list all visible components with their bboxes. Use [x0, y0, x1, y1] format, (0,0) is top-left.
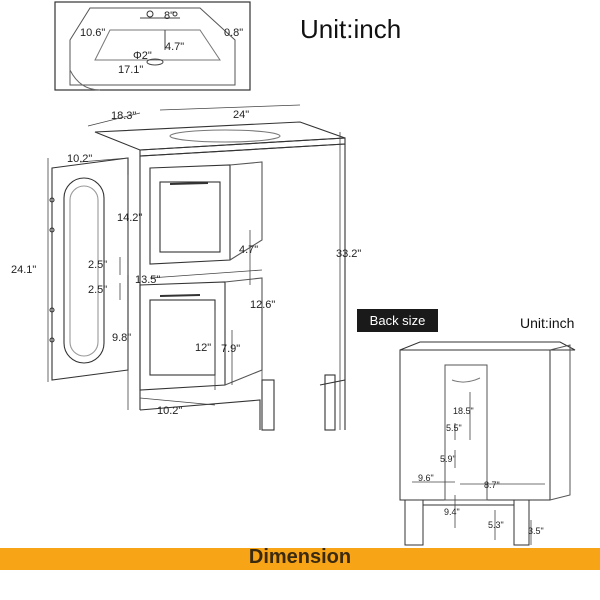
lower-drawer-height-label: 12": [195, 342, 212, 354]
width-label: 24": [233, 109, 250, 121]
total-height-label: 33.2": [336, 248, 362, 260]
unit-title: Unit:inch: [300, 14, 402, 44]
sink-drain-offset-label: 4.7": [165, 41, 185, 53]
dimension-banner: [0, 548, 600, 570]
sink-depth-label: 10.6": [80, 27, 106, 39]
bottom-height-label: 9.4": [444, 507, 460, 517]
lower-drawer-depth-label: 12.6": [250, 299, 276, 311]
drawer-width-label: 13.5": [135, 274, 161, 286]
upper-drawer-depth-label: 4.7": [239, 244, 259, 256]
sink-inset-diagram: [54, 1, 251, 91]
left-offset-label: 9.6": [418, 473, 434, 483]
bottom-width-label: 10.2": [157, 405, 183, 417]
opening-height-label: 18.5": [453, 406, 474, 416]
upper-drawer-height-label: 14.2": [117, 212, 143, 224]
unit-title-back: Unit:inch: [520, 315, 575, 331]
door-height-label: 24.1": [11, 264, 37, 276]
lower-gap-label: 5.9": [440, 454, 456, 464]
back-size-label: Back size: [357, 309, 438, 332]
upper-gap-label: 5.5": [446, 423, 462, 433]
right-offset-label: 8.7": [484, 480, 500, 490]
front-vanity-diagram: [47, 104, 346, 431]
leg-width-label: 3.5": [528, 526, 544, 536]
sink-width-top-label: 8": [164, 10, 175, 22]
leg-offset-label: 5.3": [488, 520, 504, 530]
sink-lip-label: 0.8": [224, 27, 244, 39]
toe-height-label: 9.8": [112, 332, 132, 344]
sink-drain-diameter-label: Φ2": [133, 50, 152, 62]
back-vanity-diagram: [399, 341, 576, 546]
depth-label: 18.3": [111, 110, 137, 122]
drawer-gap-upper-label: 2.5": [88, 259, 108, 271]
drawer-gap-lower-label: 2.5": [88, 284, 108, 296]
door-width-label: 10.2": [67, 153, 93, 165]
dimension-banner-label: Dimension: [248, 546, 352, 568]
sink-basin-width-label: 17.1": [118, 64, 144, 76]
lower-drawer-inner-label: 7.9": [221, 343, 241, 355]
